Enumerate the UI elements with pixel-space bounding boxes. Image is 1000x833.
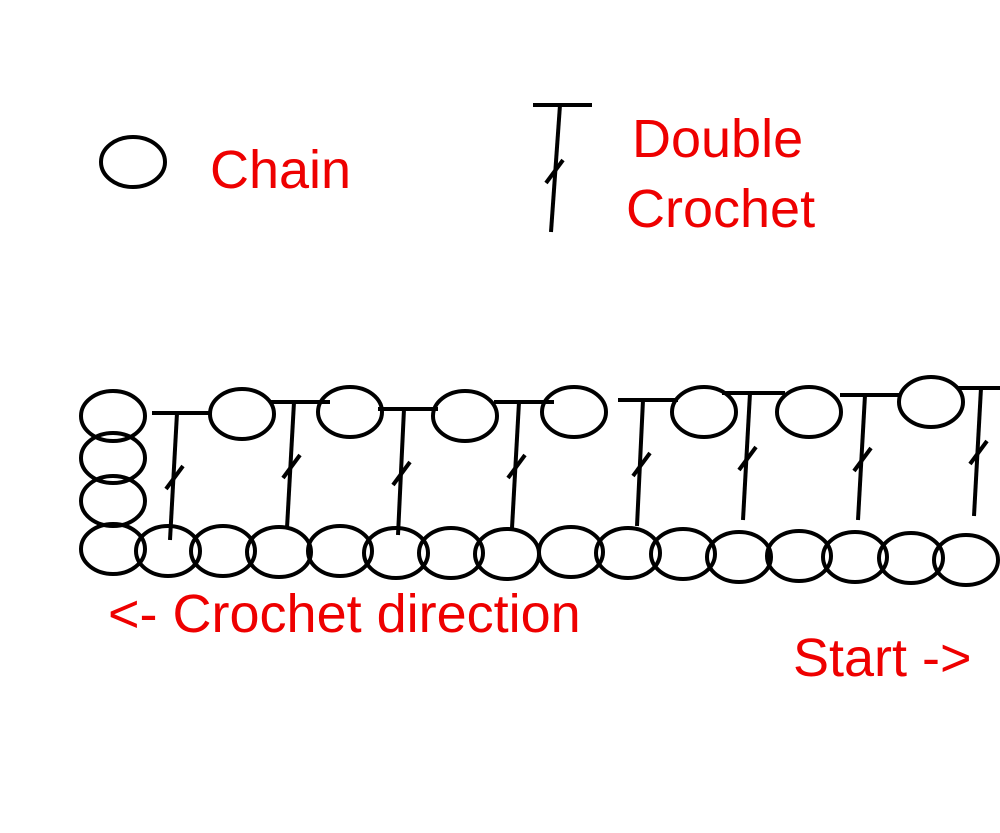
legend-chain-label: Chain (210, 140, 351, 200)
chain-stitch (189, 524, 257, 578)
start-label: Start -> (793, 628, 972, 688)
chain-stitch (932, 533, 1000, 587)
turning-chain (79, 389, 147, 576)
chain-stitch (316, 385, 384, 439)
chain-stitch (649, 527, 717, 581)
double-crochet-stitches (152, 386, 1000, 541)
chain-stitch (670, 385, 738, 439)
top-row-chains (208, 375, 965, 443)
double-crochet-stitch (722, 391, 785, 521)
crochet-direction-label: <- Crochet direction (108, 584, 581, 644)
chain-stitch (417, 526, 485, 580)
chain-stitch (79, 389, 147, 443)
chain-stitch (362, 526, 430, 580)
legend-chain-symbol (99, 135, 167, 189)
chain-stitch (134, 524, 202, 578)
chain-stitch (821, 530, 889, 584)
chain-stitch (79, 522, 147, 576)
legend-double-crochet-symbol (533, 103, 592, 233)
chain-stitch (431, 389, 499, 443)
chain-stitch (775, 385, 843, 439)
chain-stitch (79, 431, 147, 485)
double-crochet-stitch (840, 393, 900, 521)
foundation-chain-row (134, 524, 1000, 587)
chain-stitch (765, 529, 833, 583)
legend-double-crochet-label-line2: Crochet (626, 179, 815, 239)
double-crochet-stitch (152, 411, 212, 541)
chain-stitch (245, 525, 313, 579)
chain-stitch (208, 387, 276, 441)
chain-stitch (897, 375, 965, 429)
chain-stitch (537, 525, 605, 579)
double-crochet-stitch (378, 407, 438, 536)
double-crochet-stitch (618, 398, 678, 527)
chain-stitch (877, 531, 945, 585)
double-crochet-stitch (958, 386, 1000, 517)
chain-stitch (594, 526, 662, 580)
chain-stitch (306, 524, 374, 578)
chain-stitch (540, 385, 608, 439)
chain-stitch (705, 530, 773, 584)
legend-double-crochet-label-line1: Double (632, 109, 803, 169)
